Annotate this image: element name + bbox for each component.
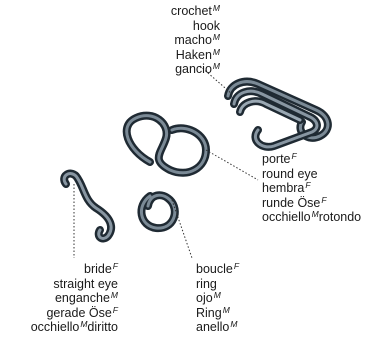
label-straight-eye: brideF straight eye engancheM gerade Öse… bbox=[6, 262, 118, 335]
label-line: brideF bbox=[6, 262, 118, 277]
label-line: round eye bbox=[262, 167, 361, 182]
leader-round-eye bbox=[206, 150, 258, 180]
label-hook: crochetM hook machoM HakenM gancioM bbox=[140, 4, 220, 77]
label-line: occhielloMdiritto bbox=[6, 320, 118, 335]
label-line: engancheM bbox=[6, 291, 118, 306]
label-line: HakenM bbox=[140, 48, 220, 63]
round-eye-fastener bbox=[127, 116, 206, 173]
label-line: boucleF bbox=[196, 262, 239, 277]
label-line: hembraF bbox=[262, 181, 361, 196]
label-line: porteF bbox=[262, 152, 361, 167]
label-line: ring bbox=[196, 277, 239, 292]
label-round-eye: porteF round eye hembraF runde ÖseF occh… bbox=[262, 152, 361, 225]
label-line: crochetM bbox=[140, 4, 220, 19]
label-line: hook bbox=[140, 19, 220, 34]
label-line: anelloM bbox=[196, 320, 239, 335]
straight-eye-fastener bbox=[64, 174, 111, 239]
label-line: RingM bbox=[196, 306, 239, 321]
label-line: gerade ÖseF bbox=[6, 306, 118, 321]
label-line: ojoM bbox=[196, 291, 239, 306]
hook-fastener bbox=[228, 82, 328, 147]
label-line: gancioM bbox=[140, 62, 220, 77]
label-ring: boucleF ring ojoM RingM anelloM bbox=[196, 262, 239, 335]
ring-fastener bbox=[141, 195, 174, 228]
label-line: machoM bbox=[140, 33, 220, 48]
label-line: runde ÖseF bbox=[262, 196, 361, 211]
label-line: straight eye bbox=[6, 277, 118, 292]
label-line: occhielloMrotondo bbox=[262, 210, 361, 225]
